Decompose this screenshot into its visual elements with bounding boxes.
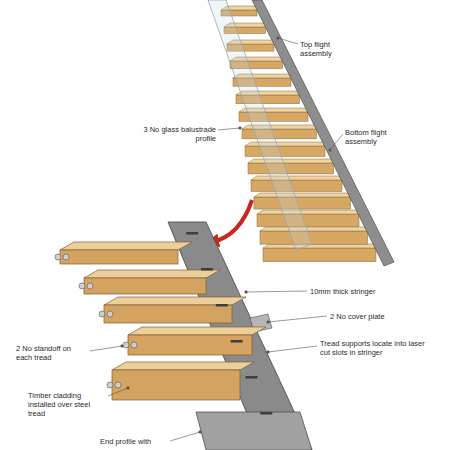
timber-tread [112,370,240,400]
timber-tread [104,305,232,323]
laser-slot [260,412,272,415]
timber-tread [84,278,206,294]
end-profile [196,412,312,450]
callout-label: 3 No glass balustrade profile [140,125,216,143]
standoff [87,283,93,289]
tread-top [112,362,254,370]
standoff [115,382,121,388]
standoff [55,254,61,260]
tread [245,146,325,156]
tread [251,180,342,192]
laser-slot [231,340,243,343]
laser-slot [245,376,257,379]
laser-slot [201,268,213,271]
laser-slot [216,304,228,307]
callout-label: 10mm thick stringer [310,287,410,296]
callout-label: Top flight assembly [300,40,358,58]
callout-label: Bottom flight assembly [345,128,403,146]
red-arrow [212,200,252,242]
tread-top [84,270,220,278]
tread [263,248,376,262]
timber-tread [128,335,252,355]
tread-top [251,176,348,180]
tread [257,214,359,227]
tread [248,163,334,174]
tread [242,129,317,139]
bottom-flight-detail [55,222,312,450]
tread [260,231,368,244]
tread [254,197,351,209]
tread-top [248,159,340,163]
standoff [99,311,105,317]
standoff [79,283,85,289]
standoff [63,254,69,260]
callout-label: End profile with [100,437,170,446]
callout-label: 2 No standoff on each tread [16,344,88,362]
tread-top [128,327,266,335]
callout-label: 2 No cover plate [330,312,420,321]
glass-balustrade [208,0,312,250]
tread-top [254,193,357,197]
standoff [107,382,113,388]
timber-tread [60,250,178,264]
tread-top [263,244,382,248]
callout-label: Timber cladding installed over steel tre… [28,391,106,418]
tread-top [60,242,192,250]
tread-top [257,210,365,214]
standoff [131,342,137,348]
standoff [107,311,113,317]
laser-slot [186,232,198,235]
standoff [123,342,129,348]
leader-lines [90,37,343,441]
tread-top [260,227,374,231]
tread-top [104,297,246,305]
callout-label: Tread supports locate into laser cut slo… [320,339,425,357]
